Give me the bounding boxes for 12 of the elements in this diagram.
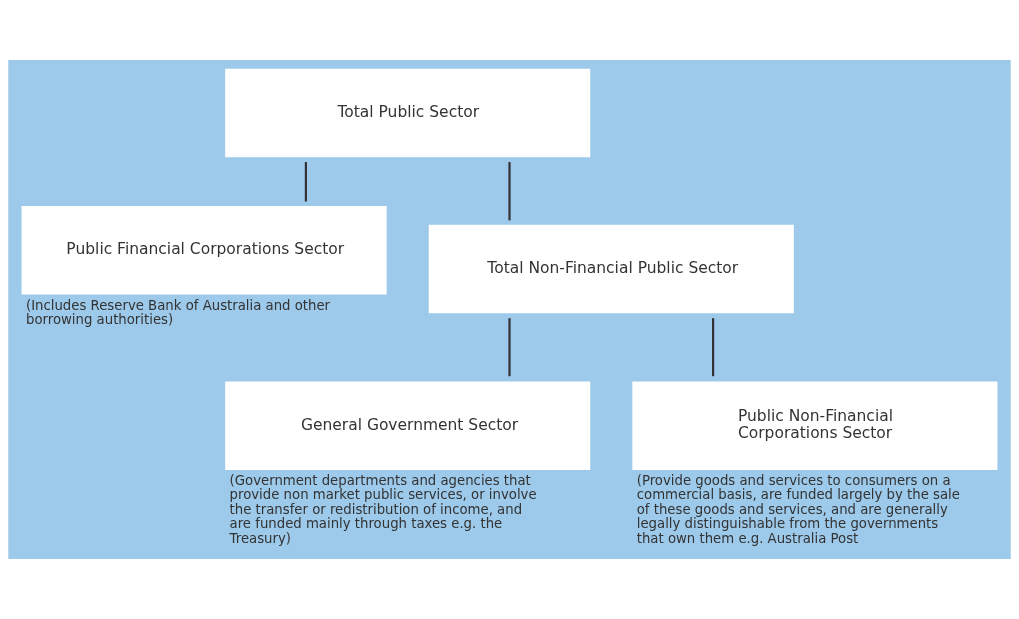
node-label: (Includes Reserve Bank of Australia and other borrowing authorities) (25, 297, 331, 327)
connector (711, 318, 715, 377)
node-box: Total Non-Financial Public Sector (428, 224, 794, 314)
node-label: (Government departments and agencies that provide non market public services, or involve the transfer or redistribution of income, and are funded mainly through taxes e.g. the Treasury) (229, 472, 537, 546)
connector (508, 318, 511, 377)
node-label: (Provide goods and services to consumers on a commercial basis, are funded largely by the sale of these goods and services, and are generally legally distinguishable from the governments that own them e.g. Australia Post (636, 472, 960, 546)
node-box: General Government Sector (225, 381, 591, 470)
node-box: Public Financial Corporations Sector (21, 206, 387, 295)
connector (304, 162, 308, 202)
connector (508, 162, 511, 221)
node-box: Total Public Sector (225, 68, 591, 158)
node-box: Public Non-Financial Corporations Sector (632, 381, 998, 470)
